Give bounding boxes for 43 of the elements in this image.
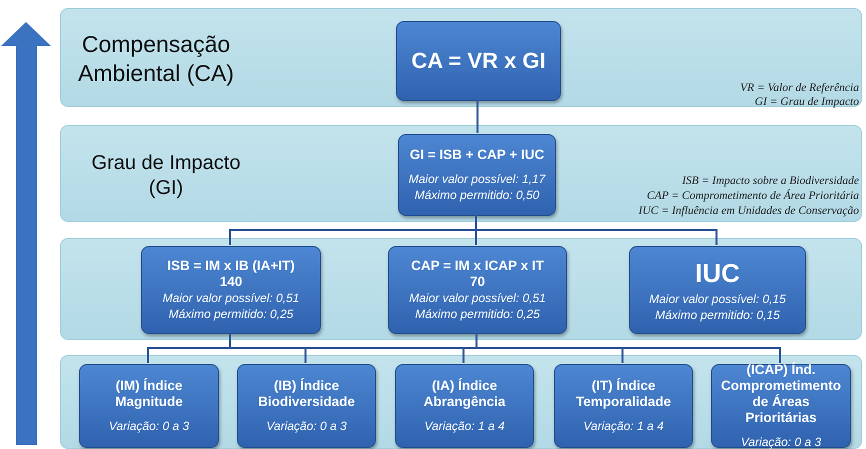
formula-text: (ICAP) Índ. Comprometimento de Áreas Prioritárias xyxy=(720,362,842,426)
formula-text: (IA) Índice Abrangência xyxy=(422,378,506,410)
formula-box xyxy=(395,364,534,448)
formula-text: GI = ISB + CAP + IUC xyxy=(410,147,544,163)
formula-text: CAP = IM x ICAP x IT xyxy=(411,258,544,274)
value-note: Variação: 0 a 3 xyxy=(108,418,190,434)
level-band xyxy=(60,238,862,340)
level-title: Compensação Ambiental (CA) xyxy=(77,30,235,88)
formula-box xyxy=(396,21,561,101)
level-band xyxy=(60,125,862,222)
formula-box xyxy=(398,134,556,216)
formula-text: ISB = IM x IB (IA+IT) xyxy=(167,258,295,274)
abbreviation-note: IUC = Influência em Unidades de Conservação xyxy=(638,205,859,217)
value-note: Variação: 1 a 4 xyxy=(583,418,664,434)
abbreviation-note: GI = Grau de Impacto xyxy=(754,96,859,108)
formula-box xyxy=(388,246,567,334)
formula-box xyxy=(629,246,806,334)
value-note: Maior valor possível: 0,51 Máximo permitido: 0,25 xyxy=(408,290,547,322)
connector-line xyxy=(476,100,478,133)
formula-text: (IM) Índice Magnitude xyxy=(114,378,184,410)
abbreviation-note: VR = Valor de Referência xyxy=(740,82,859,94)
formula-text: CA = VR x GI xyxy=(411,46,546,75)
formula-box xyxy=(711,364,851,448)
formula-text: (IT) Índice Temporalidade xyxy=(574,378,672,410)
abbreviation-note: CAP = Comprometimento de Área Prioritária xyxy=(646,190,859,202)
formula-box xyxy=(554,364,693,448)
formula-text: (IB) Índice Biodiversidade xyxy=(257,378,356,410)
abbreviation-note: ISB = Impacto sobre a Biodiversidade xyxy=(682,175,859,187)
value-note: Variação: 0 a 3 xyxy=(740,434,822,449)
formula-box xyxy=(79,364,219,448)
formula-box xyxy=(237,364,376,448)
formula-text: IUC xyxy=(695,257,740,290)
value-text: 70 xyxy=(470,274,486,290)
level-band xyxy=(60,355,862,449)
level-band xyxy=(60,8,862,107)
value-note: Variação: 0 a 3 xyxy=(266,418,347,434)
formula-box xyxy=(141,246,321,334)
level-title: Grau de Impacto (GI) xyxy=(90,151,242,201)
value-note: Maior valor possível: 1,17 Máximo permitido: 0,50 xyxy=(408,171,547,203)
value-note: Maior valor possível: 0,51 Máximo permitido: 0,25 xyxy=(162,290,300,322)
value-text: 140 xyxy=(220,274,242,290)
value-note: Maior valor possível: 0,15 Máximo permitido: 0,15 xyxy=(648,290,787,323)
value-note: Variação: 1 a 4 xyxy=(424,418,505,434)
